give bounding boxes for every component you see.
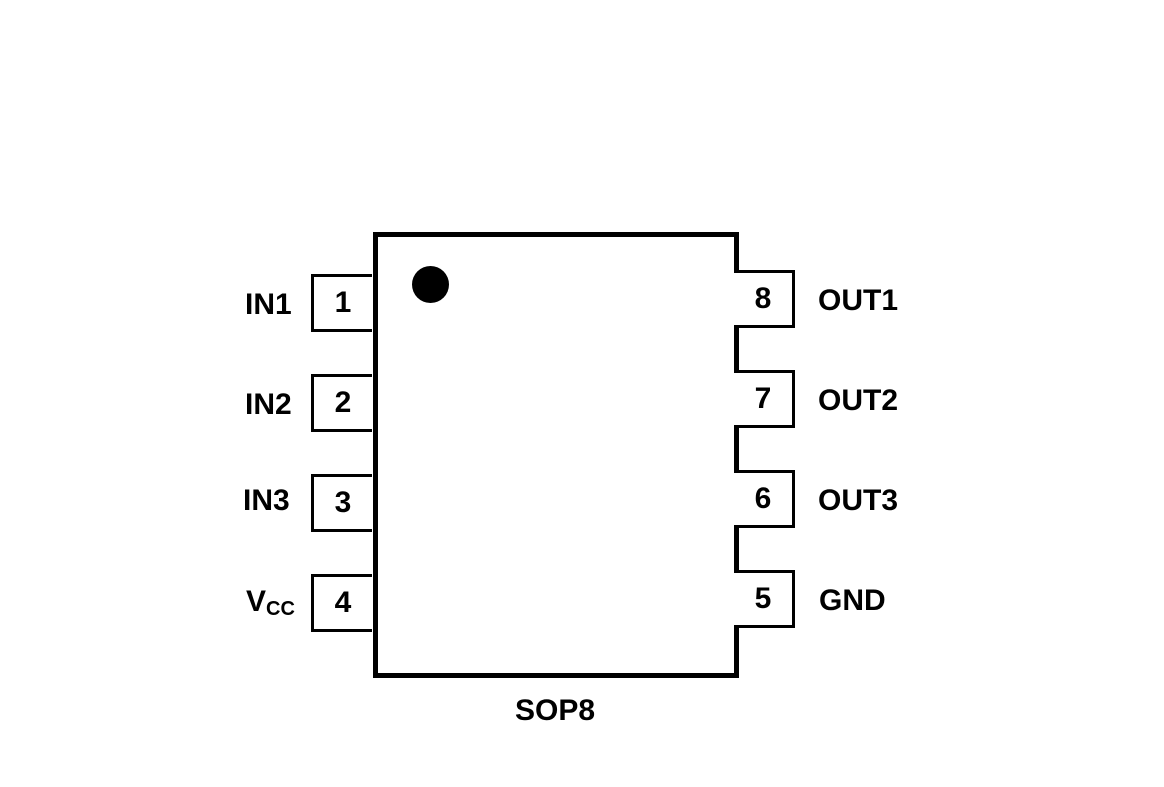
pin-5-label: GND (819, 584, 886, 617)
ic-package-body (373, 232, 739, 678)
pin-5-box: 5 (734, 570, 795, 628)
pin-3-number: 3 (334, 486, 352, 519)
pin-8-number: 8 (754, 282, 772, 315)
pin-1-box: 1 (311, 274, 372, 332)
pin-6-number: 6 (754, 482, 772, 515)
pin-4-label: VCC (246, 585, 295, 620)
pin-2-box: 2 (311, 374, 372, 432)
pin-3-box: 3 (311, 474, 372, 532)
pin-6-label: OUT3 (818, 484, 899, 517)
pin-4-box: 4 (311, 574, 372, 632)
pin-7-label: OUT2 (818, 384, 899, 417)
pin-4-number: 4 (334, 586, 352, 619)
pin-2-label: IN2 (245, 388, 292, 421)
pin-8-box: 8 (734, 270, 795, 328)
pin-1-label: IN1 (245, 288, 292, 321)
pin1-indicator-dot (412, 266, 449, 303)
pin-2-number: 2 (334, 386, 352, 419)
package-label: SOP8 (515, 694, 596, 727)
pin-7-box: 7 (734, 370, 795, 428)
pin-6-box: 6 (734, 470, 795, 528)
pin-8-label: OUT1 (818, 284, 899, 317)
pin-4-label-subscript: CC (266, 598, 295, 620)
pin-3-label: IN3 (243, 484, 290, 517)
pin-7-number: 7 (754, 382, 772, 415)
pin-5-number: 5 (754, 582, 772, 615)
pin-4-label-main: V (246, 585, 267, 618)
pin-1-number: 1 (334, 286, 352, 319)
